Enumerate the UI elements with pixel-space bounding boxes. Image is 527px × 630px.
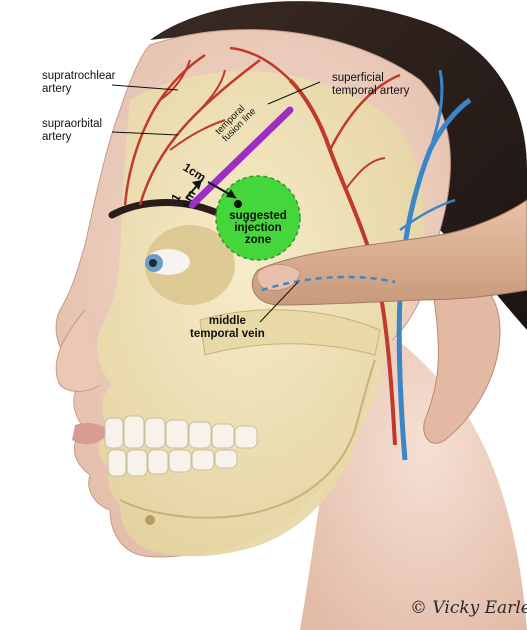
orbit: [145, 225, 235, 305]
supratrochlear-artery: [123, 53, 206, 206]
label-middle-temporal-vein: middle temporal vein: [190, 315, 265, 340]
label-supratrochlear-artery: supratrochlear artery: [42, 70, 116, 95]
leader-supraorbital: [111, 131, 179, 136]
sta-branch-2: [344, 157, 386, 191]
middle-temporal-vein-over-finger: [261, 275, 396, 292]
vein-branch-1: [428, 69, 444, 151]
leader-supratrochlear: [111, 84, 179, 91]
measure-arrowhead-1: [226, 189, 236, 198]
pupil: [149, 259, 157, 267]
nose: [55, 309, 101, 392]
sta-branch-3: [229, 46, 291, 81]
supraorbital-branch-1: [194, 69, 226, 116]
mental-foramen: [145, 515, 155, 525]
vein-branch-2: [399, 198, 456, 232]
sta-branch-1: [328, 73, 401, 151]
leader-middle-temporal-vein: [259, 281, 299, 323]
label-supraorbital-artery: supraorbital artery: [42, 118, 103, 143]
superficial-temporal-artery: [288, 78, 397, 446]
temporal-fusion-line: [188, 106, 294, 209]
zygomatic-arch: [199, 309, 381, 356]
lips: [72, 422, 110, 445]
supraorbital-branch-2: [169, 119, 226, 151]
artist-signature: © Vicky Earle: [410, 598, 527, 618]
measure-arrowhead-2: [192, 180, 202, 190]
ear: [423, 267, 501, 444]
teeth: [104, 415, 258, 477]
mandible: [119, 359, 376, 519]
eyebrow: [108, 199, 219, 219]
label-superficial-temporal-artery: superficial temporal artery: [332, 72, 410, 97]
hair: [150, 1, 527, 331]
supraorbital-artery: [138, 59, 261, 206]
leader-superficial-temporal: [267, 81, 321, 105]
injection-point: [234, 200, 242, 208]
fingertip-nail: [256, 264, 301, 291]
label-suggested-injection-zone: suggested injection zone: [229, 210, 287, 246]
injection-zone-circle: [215, 175, 301, 261]
supratrochlear-branch: [159, 59, 191, 101]
